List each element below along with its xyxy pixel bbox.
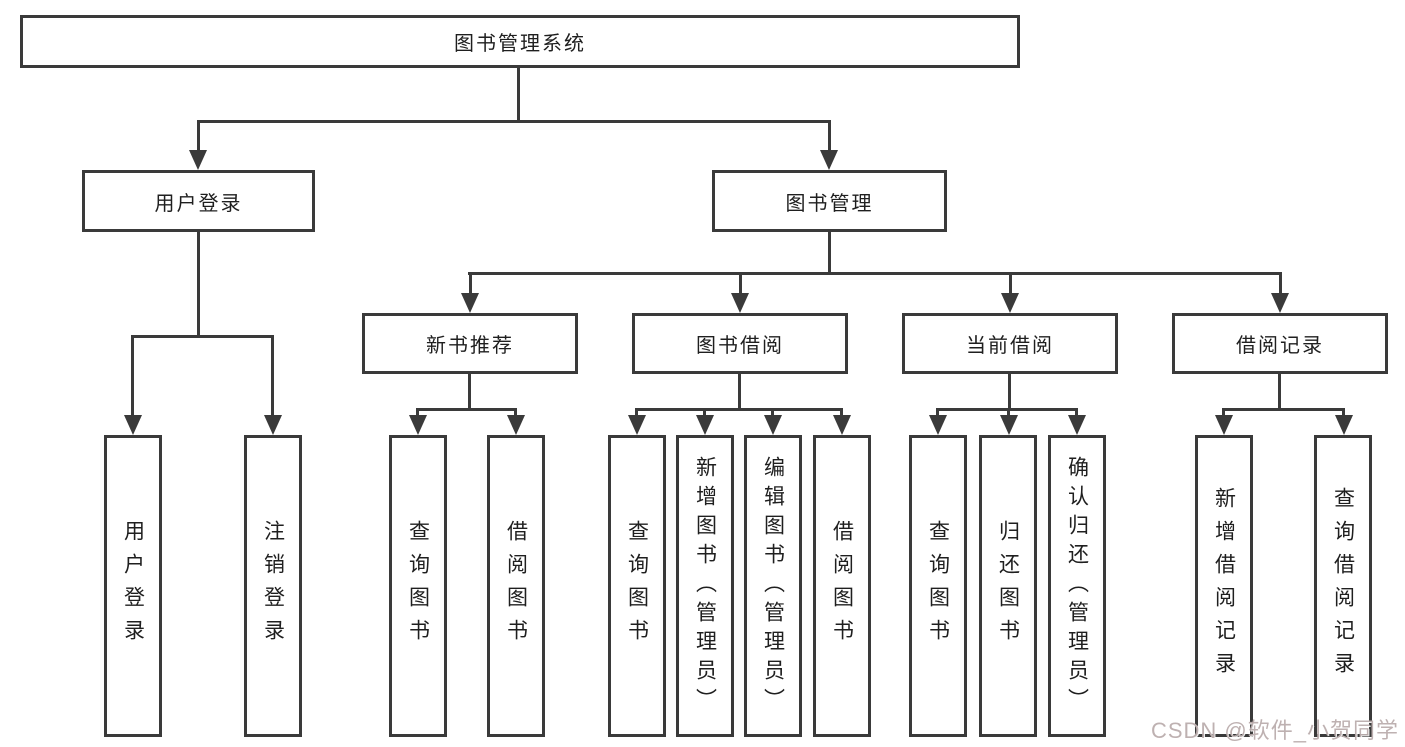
arrow-down-icon <box>124 415 142 435</box>
arrow-down-icon <box>1000 415 1018 435</box>
connector-line <box>1342 408 1345 415</box>
connector-line <box>514 408 517 415</box>
connector-line <box>828 232 831 272</box>
node-borrow-record: 借阅记录 <box>1172 313 1388 374</box>
arrow-down-icon <box>1001 293 1019 313</box>
connector-line <box>1009 272 1012 293</box>
arrow-down-icon <box>461 293 479 313</box>
connector-line <box>197 232 200 335</box>
connector-line <box>197 120 200 152</box>
arrow-down-icon <box>696 415 714 435</box>
leaf-newbook-query: 查询图书 <box>389 435 447 737</box>
leaf-record-query: 查询借阅记录 <box>1314 435 1372 737</box>
arrow-down-icon <box>409 415 427 435</box>
arrow-down-icon <box>189 150 207 170</box>
connector-line <box>1008 374 1011 408</box>
connector-line <box>416 408 517 411</box>
leaf-newbook-borrow: 借阅图书 <box>487 435 545 737</box>
leaf-user-login: 用户登录 <box>104 435 162 737</box>
arrow-down-icon <box>1215 415 1233 435</box>
connector-line <box>703 408 706 415</box>
arrow-down-icon <box>507 415 525 435</box>
connector-line <box>131 335 274 338</box>
connector-line <box>936 408 939 415</box>
connector-line <box>1007 408 1010 415</box>
node-current-borrow: 当前借阅 <box>902 313 1118 374</box>
connector-line <box>416 408 419 415</box>
arrow-down-icon <box>820 150 838 170</box>
node-book-management: 图书管理 <box>712 170 947 232</box>
leaf-borrow-add-admin: 新增图书（管理员） <box>676 435 734 737</box>
arrow-down-icon <box>731 293 749 313</box>
arrow-down-icon <box>628 415 646 435</box>
arrow-down-icon <box>929 415 947 435</box>
connector-line <box>517 68 520 120</box>
leaf-record-add: 新增借阅记录 <box>1195 435 1253 737</box>
leaf-logout: 注销登录 <box>244 435 302 737</box>
connector-line <box>635 408 638 415</box>
arrow-down-icon <box>764 415 782 435</box>
connector-line <box>1222 408 1345 411</box>
node-new-book-recommend: 新书推荐 <box>362 313 578 374</box>
connector-line <box>738 374 741 408</box>
connector-line <box>1222 408 1225 415</box>
node-user-login: 用户登录 <box>82 170 315 232</box>
connector-line <box>468 374 471 408</box>
connector-line <box>1278 374 1281 408</box>
arrow-down-icon <box>1335 415 1353 435</box>
connector-line <box>468 272 1281 275</box>
connector-line <box>271 335 274 415</box>
connector-line <box>771 408 774 415</box>
connector-line <box>1279 272 1282 293</box>
connector-line <box>131 335 134 415</box>
leaf-current-return: 归还图书 <box>979 435 1037 737</box>
connector-line <box>197 120 831 123</box>
leaf-borrow-edit-admin: 编辑图书（管理员） <box>744 435 802 737</box>
arrow-down-icon <box>264 415 282 435</box>
connector-line <box>469 272 472 293</box>
connector-line <box>739 272 742 293</box>
leaf-borrow-query: 查询图书 <box>608 435 666 737</box>
csdn-watermark: CSDN @软件_小贺同学 <box>1150 718 1399 743</box>
leaf-current-confirm-admin: 确认归还（管理员） <box>1048 435 1106 737</box>
node-book-borrow: 图书借阅 <box>632 313 848 374</box>
arrow-down-icon <box>833 415 851 435</box>
node-root: 图书管理系统 <box>20 15 1020 68</box>
connector-line <box>828 120 831 152</box>
arrow-down-icon <box>1068 415 1086 435</box>
connector-line <box>1075 408 1078 415</box>
leaf-current-query: 查询图书 <box>909 435 967 737</box>
connector-line <box>840 408 843 415</box>
connector-line <box>635 408 843 411</box>
arrow-down-icon <box>1271 293 1289 313</box>
leaf-borrow-borrow: 借阅图书 <box>813 435 871 737</box>
